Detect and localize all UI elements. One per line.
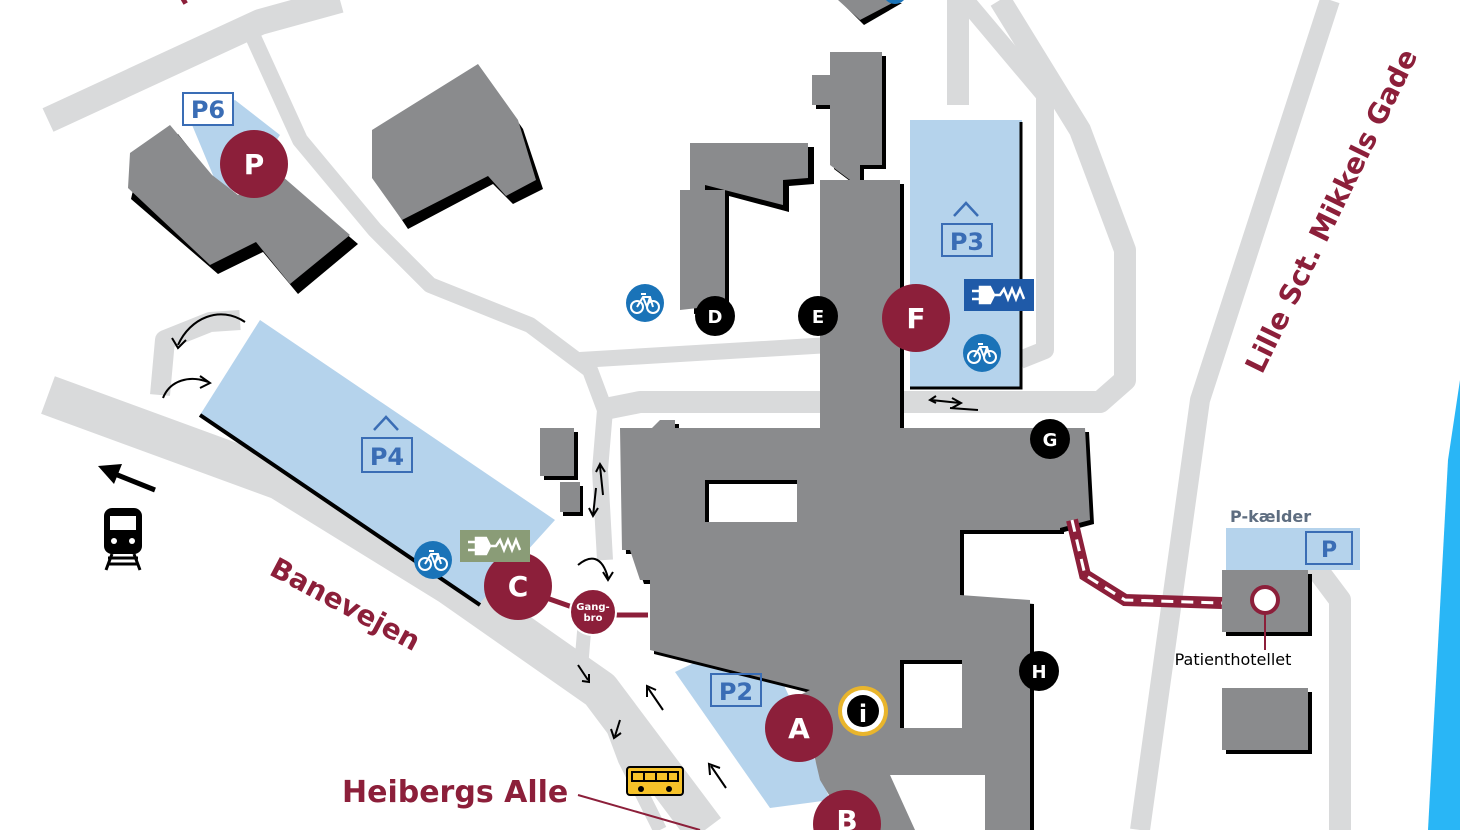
entrance-c[interactable]: C xyxy=(484,552,552,620)
courtyard-1 xyxy=(705,480,797,522)
entrance-p6-marker[interactable]: P xyxy=(220,130,288,198)
p3-edge xyxy=(910,122,1023,390)
p6-label: P6 xyxy=(191,96,225,124)
road-top-left xyxy=(42,0,344,132)
p2-label: P2 xyxy=(719,678,753,706)
entrance-e-label: E xyxy=(812,307,824,328)
building-d-wing xyxy=(680,143,814,314)
arrow-icon xyxy=(646,684,664,711)
parking-sign-p2[interactable]: P2 xyxy=(710,673,762,707)
entrance-e[interactable]: E xyxy=(798,296,838,336)
building-p6 xyxy=(128,125,358,294)
gangbro-marker[interactable]: Gang- bro xyxy=(569,588,617,636)
patienthotel-pin[interactable]: Patienthotellet xyxy=(1175,585,1292,669)
ev-charging-icon xyxy=(460,530,530,562)
entrance-a[interactable]: A xyxy=(765,694,833,762)
covered-parking-icon xyxy=(373,415,399,431)
arrow-icon xyxy=(199,375,212,389)
building-north-top xyxy=(838,0,902,25)
courtyard-3 xyxy=(890,775,985,830)
road-diagonal-north xyxy=(242,26,613,561)
covered-parking-icon xyxy=(953,201,979,217)
street-label-top: To xyxy=(167,0,210,14)
entrance-f-label: F xyxy=(906,302,925,335)
road-to-e xyxy=(579,337,831,368)
p6-marker-label: P xyxy=(244,148,265,181)
entrance-d-label: D xyxy=(708,307,723,328)
arrow-icon xyxy=(928,395,979,411)
bicycle-icon xyxy=(626,284,664,322)
p2-area xyxy=(675,655,830,808)
courtyard-2 xyxy=(900,660,962,728)
p-kaelder-sign: P xyxy=(1321,538,1337,563)
patienthotel-label: Patienthotellet xyxy=(1175,650,1292,669)
bicycle-icon xyxy=(886,0,904,4)
arrow-icon xyxy=(162,378,209,399)
arrow-icon xyxy=(930,397,964,409)
arrow-icon xyxy=(171,337,187,350)
parking-sign-p4[interactable]: P4 xyxy=(361,415,413,473)
arrow-icon xyxy=(588,487,599,519)
walkway-patienthotel xyxy=(1066,518,1223,609)
buildings xyxy=(128,0,1312,830)
arrow-icon xyxy=(707,762,727,789)
arrow-icon xyxy=(610,719,622,740)
bus-icon xyxy=(626,766,684,796)
p-kaelder-label: P-kælder xyxy=(1230,507,1311,526)
arrow-icon xyxy=(595,461,606,496)
entrance-h-label: H xyxy=(1031,662,1046,683)
road-p-kaelder xyxy=(1301,553,1351,830)
entrance-c-label: C xyxy=(508,570,529,603)
arrow-icon xyxy=(98,464,122,484)
train-icon xyxy=(104,508,142,571)
ev-charging-icon xyxy=(964,279,1034,311)
parking-sign-p-kaelder[interactable]: P-kælder P xyxy=(1230,507,1353,565)
gangbro-line2: bro xyxy=(584,613,603,624)
train-direction-arrow xyxy=(98,464,156,493)
info-icon[interactable]: i xyxy=(838,686,888,736)
heibergs-pointer xyxy=(577,794,701,830)
entrance-a-label: A xyxy=(788,712,810,745)
road-p3-access xyxy=(958,0,1054,369)
water xyxy=(1428,380,1460,830)
building-small-annex xyxy=(540,428,583,516)
arrow-icon xyxy=(177,313,246,346)
road-to-f-loop xyxy=(597,0,1136,421)
parking-sign-p6[interactable]: P6 xyxy=(182,92,234,126)
arrow-icon xyxy=(577,557,614,582)
entrance-f[interactable]: F xyxy=(882,284,950,352)
entrance-b[interactable]: B xyxy=(813,790,881,830)
entrance-g[interactable]: G xyxy=(1030,419,1070,459)
street-label-heibergs: Heibergs Alle xyxy=(342,775,568,810)
building-southeast xyxy=(1222,688,1312,754)
entrance-b-label: B xyxy=(836,804,857,830)
p4-label: P4 xyxy=(370,443,404,471)
building-main xyxy=(620,52,1094,830)
bicycle-icon xyxy=(963,334,1001,372)
road-lille-sct xyxy=(1130,0,1340,830)
parking-sign-p3[interactable]: P3 xyxy=(941,201,993,257)
bicycle-icon xyxy=(414,541,452,579)
entrance-g-label: G xyxy=(1043,430,1058,451)
arrows xyxy=(162,313,979,789)
p3-label: P3 xyxy=(950,228,984,256)
entrance-h[interactable]: H xyxy=(1019,651,1059,691)
arrow-icon xyxy=(577,664,590,684)
building-northwest xyxy=(372,64,543,229)
info-symbol: i xyxy=(859,700,867,728)
entrance-d[interactable]: D xyxy=(695,296,735,336)
gangbro-line1: Gang- xyxy=(576,602,609,613)
